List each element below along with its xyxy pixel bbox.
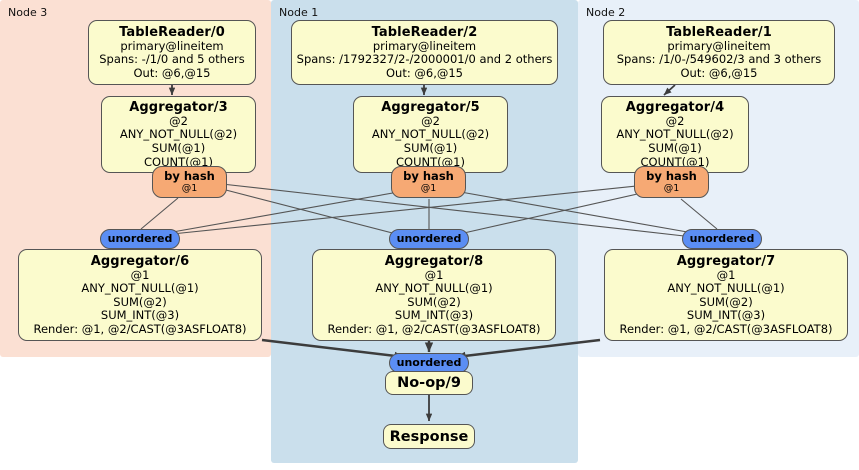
node-title: TableReader/0 xyxy=(119,24,225,40)
router-type-label: by hash xyxy=(646,169,697,183)
node-detail-line: ANY_NOT_NULL(@1) xyxy=(375,281,493,296)
node-aggregator-6[interactable]: Aggregator/6 @1 ANY_NOT_NULL(@1) SUM(@2)… xyxy=(18,249,262,341)
node-detail-line: @1 xyxy=(130,267,150,282)
output-router-by-hash-aggregator-4[interactable]: by hash @1 xyxy=(634,166,709,198)
node-detail-line: COUNT(@1) xyxy=(396,154,465,169)
node-title: Aggregator/3 xyxy=(129,99,228,115)
node-detail-line: primary@lineitem xyxy=(372,38,477,53)
node-detail-line: SUM_INT(@3) xyxy=(394,308,474,323)
node-detail-line: primary@lineitem xyxy=(120,38,224,53)
node-detail-line: Render: @1, @2/CAST(@3ASFLOAT8) xyxy=(619,321,833,336)
node-detail-line: @2 xyxy=(169,113,188,128)
node-detail-line: SUM_INT(@3) xyxy=(686,308,766,323)
node-aggregator-8[interactable]: Aggregator/8 @1 ANY_NOT_NULL(@1) SUM(@2)… xyxy=(312,249,556,341)
node-table-reader-2[interactable]: TableReader/2 primary@lineitem Spans: /1… xyxy=(291,20,558,85)
node-detail-line: @1 xyxy=(424,267,444,282)
node-title: Aggregator/7 xyxy=(676,253,776,269)
router-column-label: @1 xyxy=(663,183,680,194)
input-sync-unordered-aggregator-6[interactable]: unordered xyxy=(100,229,180,249)
node-detail-line: Render: @1, @2/CAST(@3ASFLOAT8) xyxy=(327,321,541,336)
sync-type-label: unordered xyxy=(107,232,173,245)
sync-type-label: unordered xyxy=(396,356,462,369)
node-aggregator-4[interactable]: Aggregator/4 @2 ANY_NOT_NULL(@2) SUM(@1)… xyxy=(601,96,749,173)
node-detail-line: Spans: /1792327/2-/2000001/0 and 2 other… xyxy=(296,52,553,67)
node-aggregator-3[interactable]: Aggregator/3 @2 ANY_NOT_NULL(@2) SUM(@1)… xyxy=(101,96,256,173)
sync-type-label: unordered xyxy=(689,232,755,245)
node-noop-9[interactable]: No-op/9 xyxy=(385,371,473,395)
node-table-reader-0[interactable]: TableReader/0 primary@lineitem Spans: -/… xyxy=(88,20,256,85)
node-detail-line: @2 xyxy=(665,113,685,128)
node-detail-line: Spans: /1/0-/549602/3 and 3 others xyxy=(616,52,822,67)
node-detail-line: primary@lineitem xyxy=(667,38,771,53)
input-sync-unordered-aggregator-8[interactable]: unordered xyxy=(389,229,469,249)
node-detail-line: SUM_INT(@3) xyxy=(100,308,180,323)
node-panel-label-node-1: Node 1 xyxy=(279,6,319,19)
router-column-label: @1 xyxy=(181,183,198,194)
node-detail-line: COUNT(@1) xyxy=(640,154,710,169)
node-title: TableReader/2 xyxy=(371,24,478,40)
input-sync-unordered-aggregator-7[interactable]: unordered xyxy=(682,229,762,249)
output-router-by-hash-aggregator-3[interactable]: by hash @1 xyxy=(152,166,227,198)
router-type-label: by hash xyxy=(164,169,215,183)
node-title: Aggregator/8 xyxy=(384,253,484,269)
node-title: Aggregator/5 xyxy=(381,99,480,115)
node-title: TableReader/1 xyxy=(666,24,772,40)
node-detail-line: Out: @6,@15 xyxy=(680,65,758,80)
node-aggregator-5[interactable]: Aggregator/5 @2 ANY_NOT_NULL(@2) SUM(@1)… xyxy=(353,96,508,173)
node-table-reader-1[interactable]: TableReader/1 primary@lineitem Spans: /1… xyxy=(603,20,835,85)
input-sync-unordered-noop-9[interactable]: unordered xyxy=(389,353,469,373)
node-title: Aggregator/6 xyxy=(90,253,190,269)
node-detail-line: ANY_NOT_NULL(@2) xyxy=(119,127,238,142)
node-aggregator-7[interactable]: Aggregator/7 @1 ANY_NOT_NULL(@1) SUM(@2)… xyxy=(604,249,848,341)
node-title: Aggregator/4 xyxy=(625,99,725,115)
sync-type-label: unordered xyxy=(396,232,462,245)
node-detail-line: @2 xyxy=(421,113,440,128)
router-type-label: by hash xyxy=(403,169,454,183)
node-detail-line: Out: @6,@15 xyxy=(133,65,211,80)
node-detail-line: SUM(@1) xyxy=(151,141,206,155)
node-detail-line: SUM(@1) xyxy=(403,141,458,155)
node-panel-label-node-2: Node 2 xyxy=(586,6,626,19)
node-detail-line: @1 xyxy=(716,267,736,282)
node-response[interactable]: Response xyxy=(383,424,475,449)
node-panel-label-node-3: Node 3 xyxy=(8,6,48,19)
node-detail-line: Out: @6,@15 xyxy=(386,65,463,80)
node-detail-line: SUM(@2) xyxy=(407,294,461,309)
node-detail-line: ANY_NOT_NULL(@2) xyxy=(371,127,490,142)
node-detail-line: SUM(@2) xyxy=(699,294,753,309)
node-detail-line: ANY_NOT_NULL(@2) xyxy=(616,127,734,142)
node-detail-line: Spans: -/1/0 and 5 others xyxy=(99,52,245,67)
node-detail-line: ANY_NOT_NULL(@1) xyxy=(81,281,199,296)
output-router-by-hash-aggregator-5[interactable]: by hash @1 xyxy=(391,166,466,198)
node-detail-line: ANY_NOT_NULL(@1) xyxy=(667,281,785,296)
node-detail-line: Render: @1, @2/CAST(@3ASFLOAT8) xyxy=(33,321,247,336)
node-detail-line: SUM(@2) xyxy=(113,294,167,309)
router-column-label: @1 xyxy=(420,183,437,194)
node-detail-line: SUM(@1) xyxy=(648,141,702,155)
node-detail-line: COUNT(@1) xyxy=(144,154,213,169)
